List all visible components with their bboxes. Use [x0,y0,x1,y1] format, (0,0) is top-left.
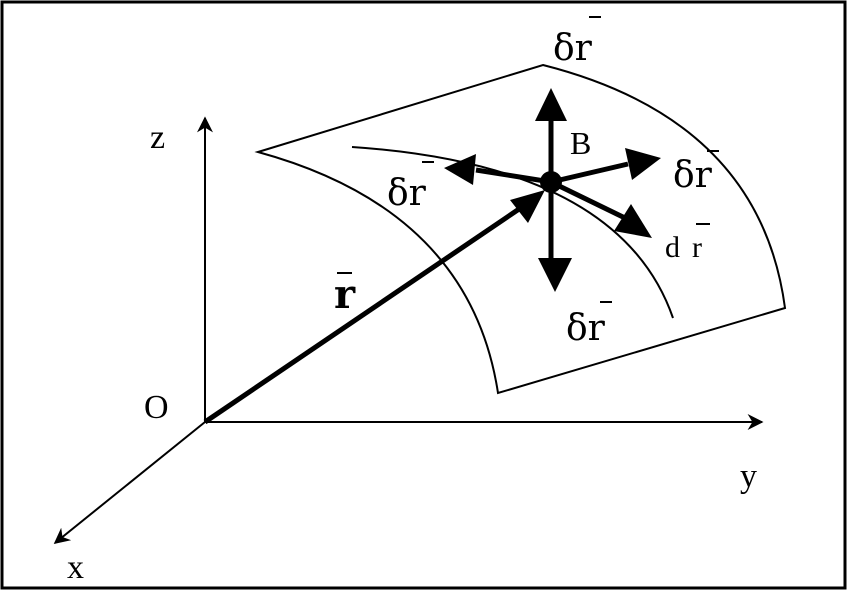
surface-patch [254,63,787,395]
dr-r-label: r [692,231,702,264]
delta-r-right-label: δr [673,155,713,196]
arrow-dr-head [614,204,652,238]
origin-label: O [144,389,169,426]
z-axis-label: z [150,119,165,156]
arrow-down-head [538,258,572,292]
delta-r-left-label: δr [387,173,427,214]
B-label: B [570,125,591,161]
surface-curve [351,146,674,319]
x-axis [53,421,206,545]
arrow-up-head [535,88,567,121]
r-label: r [334,271,356,318]
arrow-right-head [625,148,661,180]
arrow-left-shaft [475,167,552,185]
x-axis-label: x [67,549,84,586]
position-vector-arrowhead [510,190,545,223]
arrow-right-shaft [550,161,629,185]
dr-d-label: d [665,231,680,264]
arrow-dr-shaft [549,179,627,221]
position-vector-r [203,202,527,425]
material-point [540,171,562,193]
arrow-left-head [444,154,476,185]
delta-r-top-label: δr [553,28,593,69]
delta-r-bottom-label: δr [566,308,606,349]
y-axis-label: y [740,458,757,495]
